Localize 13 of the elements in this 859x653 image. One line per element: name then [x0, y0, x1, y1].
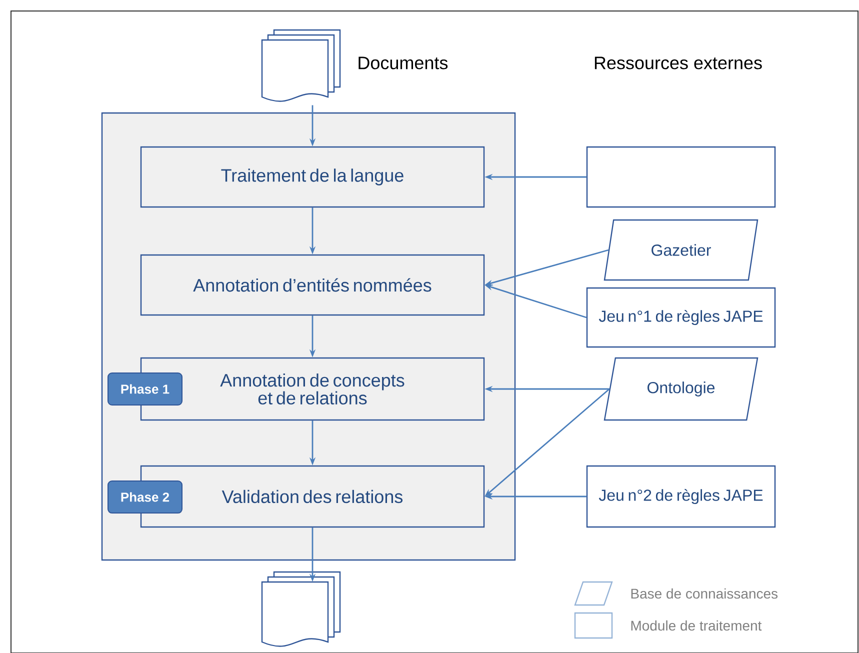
phase-badge: Phase 1 — [108, 372, 182, 406]
phase-badge: Phase 2 — [108, 480, 182, 514]
legend-text: Module de traitement — [631, 620, 762, 631]
process-box: Jeu n°1 de règles JAPE — [586, 287, 776, 348]
process-box: Traitement de la langue — [140, 146, 485, 208]
column-heading: Ressources externes — [594, 56, 762, 70]
document-stack-icon — [261, 571, 341, 647]
node-caption: Documents — [358, 56, 448, 70]
process-box — [586, 146, 776, 208]
process-box: Jeu n°2 de règles JAPE — [586, 465, 776, 528]
legend-text: Base de connaissances — [631, 588, 778, 599]
process-box: Annotation d’entités nommées — [140, 254, 485, 316]
document-stack-icon — [261, 29, 341, 102]
